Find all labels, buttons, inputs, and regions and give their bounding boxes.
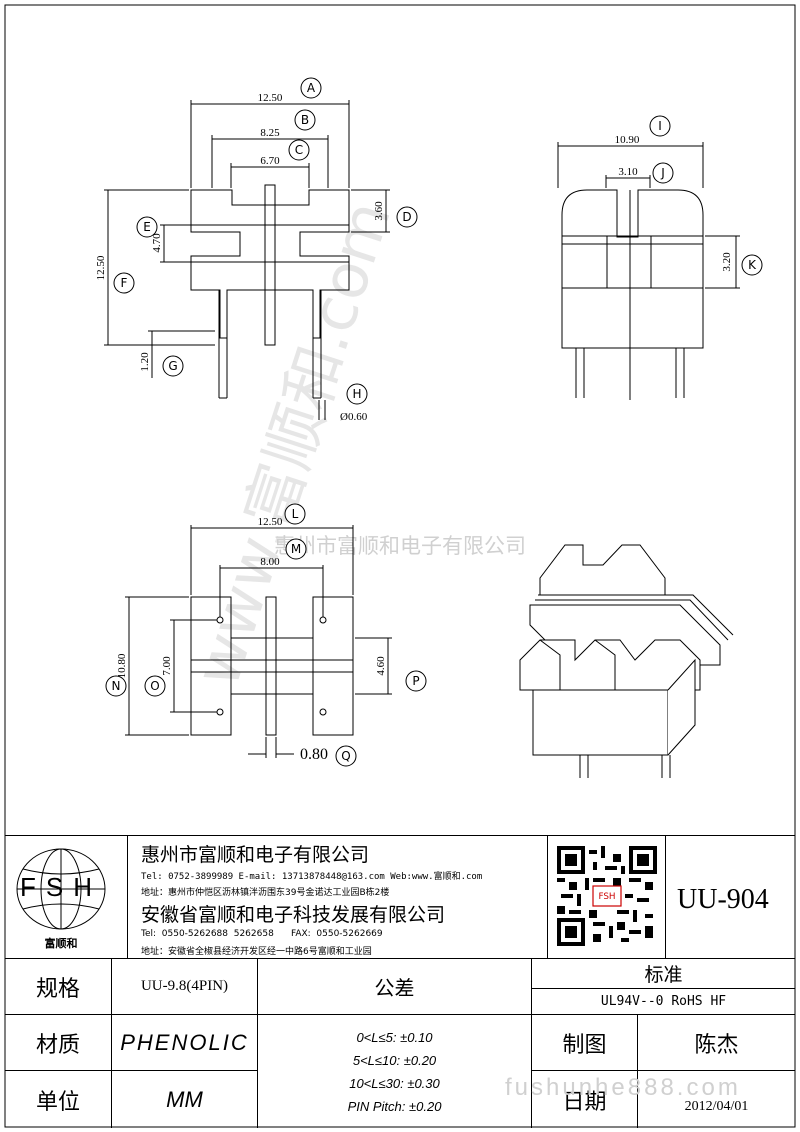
svg-text:P: P (412, 674, 419, 688)
svg-text:D: D (402, 210, 411, 224)
drawn-label: 制图 (562, 1032, 607, 1058)
marker-F (113, 272, 135, 294)
tolerance-values: 0<L≤5: ±0.10 5<L≤10: ±0.20 10<L≤30: ±0.3… (258, 1026, 531, 1118)
marker-E (136, 216, 158, 238)
svg-text:10.80: 10.80 (116, 653, 128, 678)
bottom-view-dims-text: 12.50 8.00 10.80 7.00 4.60 0.80 (116, 516, 387, 763)
company2-tel: Tel: 0550-5262688 5262658 FAX: 0550-5262… (141, 929, 383, 939)
svg-text:12.50: 12.50 (258, 516, 283, 528)
svg-text:8.25: 8.25 (260, 127, 280, 139)
tolerance-line: PIN Pitch: ±0.20 (347, 1099, 442, 1114)
svg-text:4.70: 4.70 (151, 233, 163, 253)
logo-text: FSH (20, 872, 102, 902)
svg-text:0.80: 0.80 (300, 746, 328, 763)
svg-text:10.90: 10.90 (615, 134, 640, 146)
date-value: 2012/04/01 (684, 1099, 749, 1114)
marker-N (105, 675, 127, 697)
marker-A (300, 77, 322, 99)
svg-text:I: I (658, 119, 662, 133)
svg-text:H: H (352, 387, 361, 401)
marker-D (396, 206, 418, 228)
marker-O (144, 675, 166, 697)
watermark-diagonal: www.富顺和.com (180, 192, 405, 694)
side-view-dims-text: 10.90 3.10 3.20 (615, 134, 733, 272)
svg-text:B: B (301, 113, 309, 127)
part-number: UU-904 (677, 884, 769, 915)
svg-text:4.60: 4.60 (375, 656, 387, 676)
marker-M (285, 538, 307, 560)
svg-text:8.00: 8.00 (260, 556, 280, 568)
svg-text:3.20: 3.20 (721, 252, 733, 272)
svg-text:J: J (660, 166, 665, 180)
side-view (557, 142, 740, 400)
company2-address: 地址：安徽省全椒县经济开发区经一中路6号富顺和工业园 (141, 947, 372, 957)
standard-label: 标准 (644, 964, 683, 986)
logo-caption: 富顺和 (44, 937, 78, 950)
watermark-center: 惠州市富顺和电子有限公司 (274, 534, 526, 558)
watermark-url: fushunhe888.com (505, 1074, 741, 1101)
svg-text:FSH: FSH (598, 892, 615, 902)
logo: FSH 富顺和 (11, 844, 111, 950)
svg-text:3.60: 3.60 (373, 201, 385, 221)
company1-tel: Tel: 0752-3899989 E-mail: 13713878448@16… (141, 872, 483, 882)
company2-name: 安徽省富顺和电子科技发展有限公司 (141, 904, 446, 926)
marker-H (346, 383, 368, 405)
tolerance-line: 5<L≤10: ±0.20 (352, 1053, 437, 1068)
bottom-view (125, 525, 392, 758)
isometric-view (519, 544, 734, 778)
svg-text:K: K (748, 258, 757, 272)
tolerance-line: 10<L≤30: ±0.30 (349, 1076, 440, 1091)
front-view-dims-text: 12.50 8.25 6.70 3.60 4.70 12.50 1.20 Ø0.… (95, 92, 385, 423)
svg-text:E: E (143, 220, 151, 234)
marker-L (284, 503, 306, 525)
tolerance-label: 公差 (374, 976, 415, 1000)
material-value: PHENOLIC (120, 1029, 249, 1055)
svg-text:F: F (121, 276, 128, 290)
spec-value: UU-9.8(4PIN) (140, 978, 229, 994)
marker-K (741, 254, 763, 276)
title-block: FSH 富顺和 惠州市富顺和电子有限公司 Tel: 0752-3899989 E… (5, 835, 795, 1128)
drawing-border (4, 4, 796, 1128)
marker-G (162, 355, 184, 377)
svg-text:Q: Q (341, 749, 350, 763)
svg-text:A: A (307, 81, 316, 95)
date-label: 日期 (562, 1089, 607, 1115)
svg-text:12.50: 12.50 (258, 92, 283, 104)
svg-text:M: M (291, 542, 301, 556)
qr-code: FSH (557, 846, 657, 946)
unit-value: MM (166, 1086, 203, 1112)
unit-label: 单位 (35, 1089, 80, 1115)
tolerance-line: 0<L≤5: ±0.10 (356, 1030, 433, 1045)
svg-text:Ø0.60: Ø0.60 (340, 411, 368, 423)
svg-text:1.20: 1.20 (139, 352, 151, 372)
svg-text:3.10: 3.10 (618, 166, 638, 178)
marker-B (294, 109, 316, 131)
marker-I (649, 115, 671, 137)
spec-label: 规格 (35, 976, 80, 1002)
svg-text:O: O (150, 679, 159, 693)
svg-text:12.50: 12.50 (95, 255, 107, 280)
marker-C (288, 139, 310, 161)
marker-Q (335, 745, 357, 767)
svg-text:L: L (292, 507, 299, 521)
svg-text:C: C (295, 143, 303, 157)
svg-text:G: G (168, 359, 177, 373)
marker-P (405, 670, 427, 692)
company1-address: 地址：惠州市仲恺区沥林镇泮沥围东39号金诺达工业园B栋2楼 (141, 888, 390, 898)
svg-text:6.70: 6.70 (260, 155, 280, 167)
company1-name: 惠州市富顺和电子有限公司 (141, 844, 370, 866)
dimension-markers (105, 77, 763, 767)
svg-text:N: N (112, 679, 121, 693)
standard-value: UL94V--0 RoHS HF (600, 994, 727, 1009)
svg-text:7.00: 7.00 (161, 656, 173, 676)
dimension-marker-letters: A B C D E F G H I J K L M N O P Q (112, 81, 758, 763)
material-label: 材质 (35, 1032, 80, 1058)
marker-J (652, 162, 674, 184)
front-view (104, 100, 390, 420)
drawn-value: 陈杰 (694, 1032, 739, 1058)
